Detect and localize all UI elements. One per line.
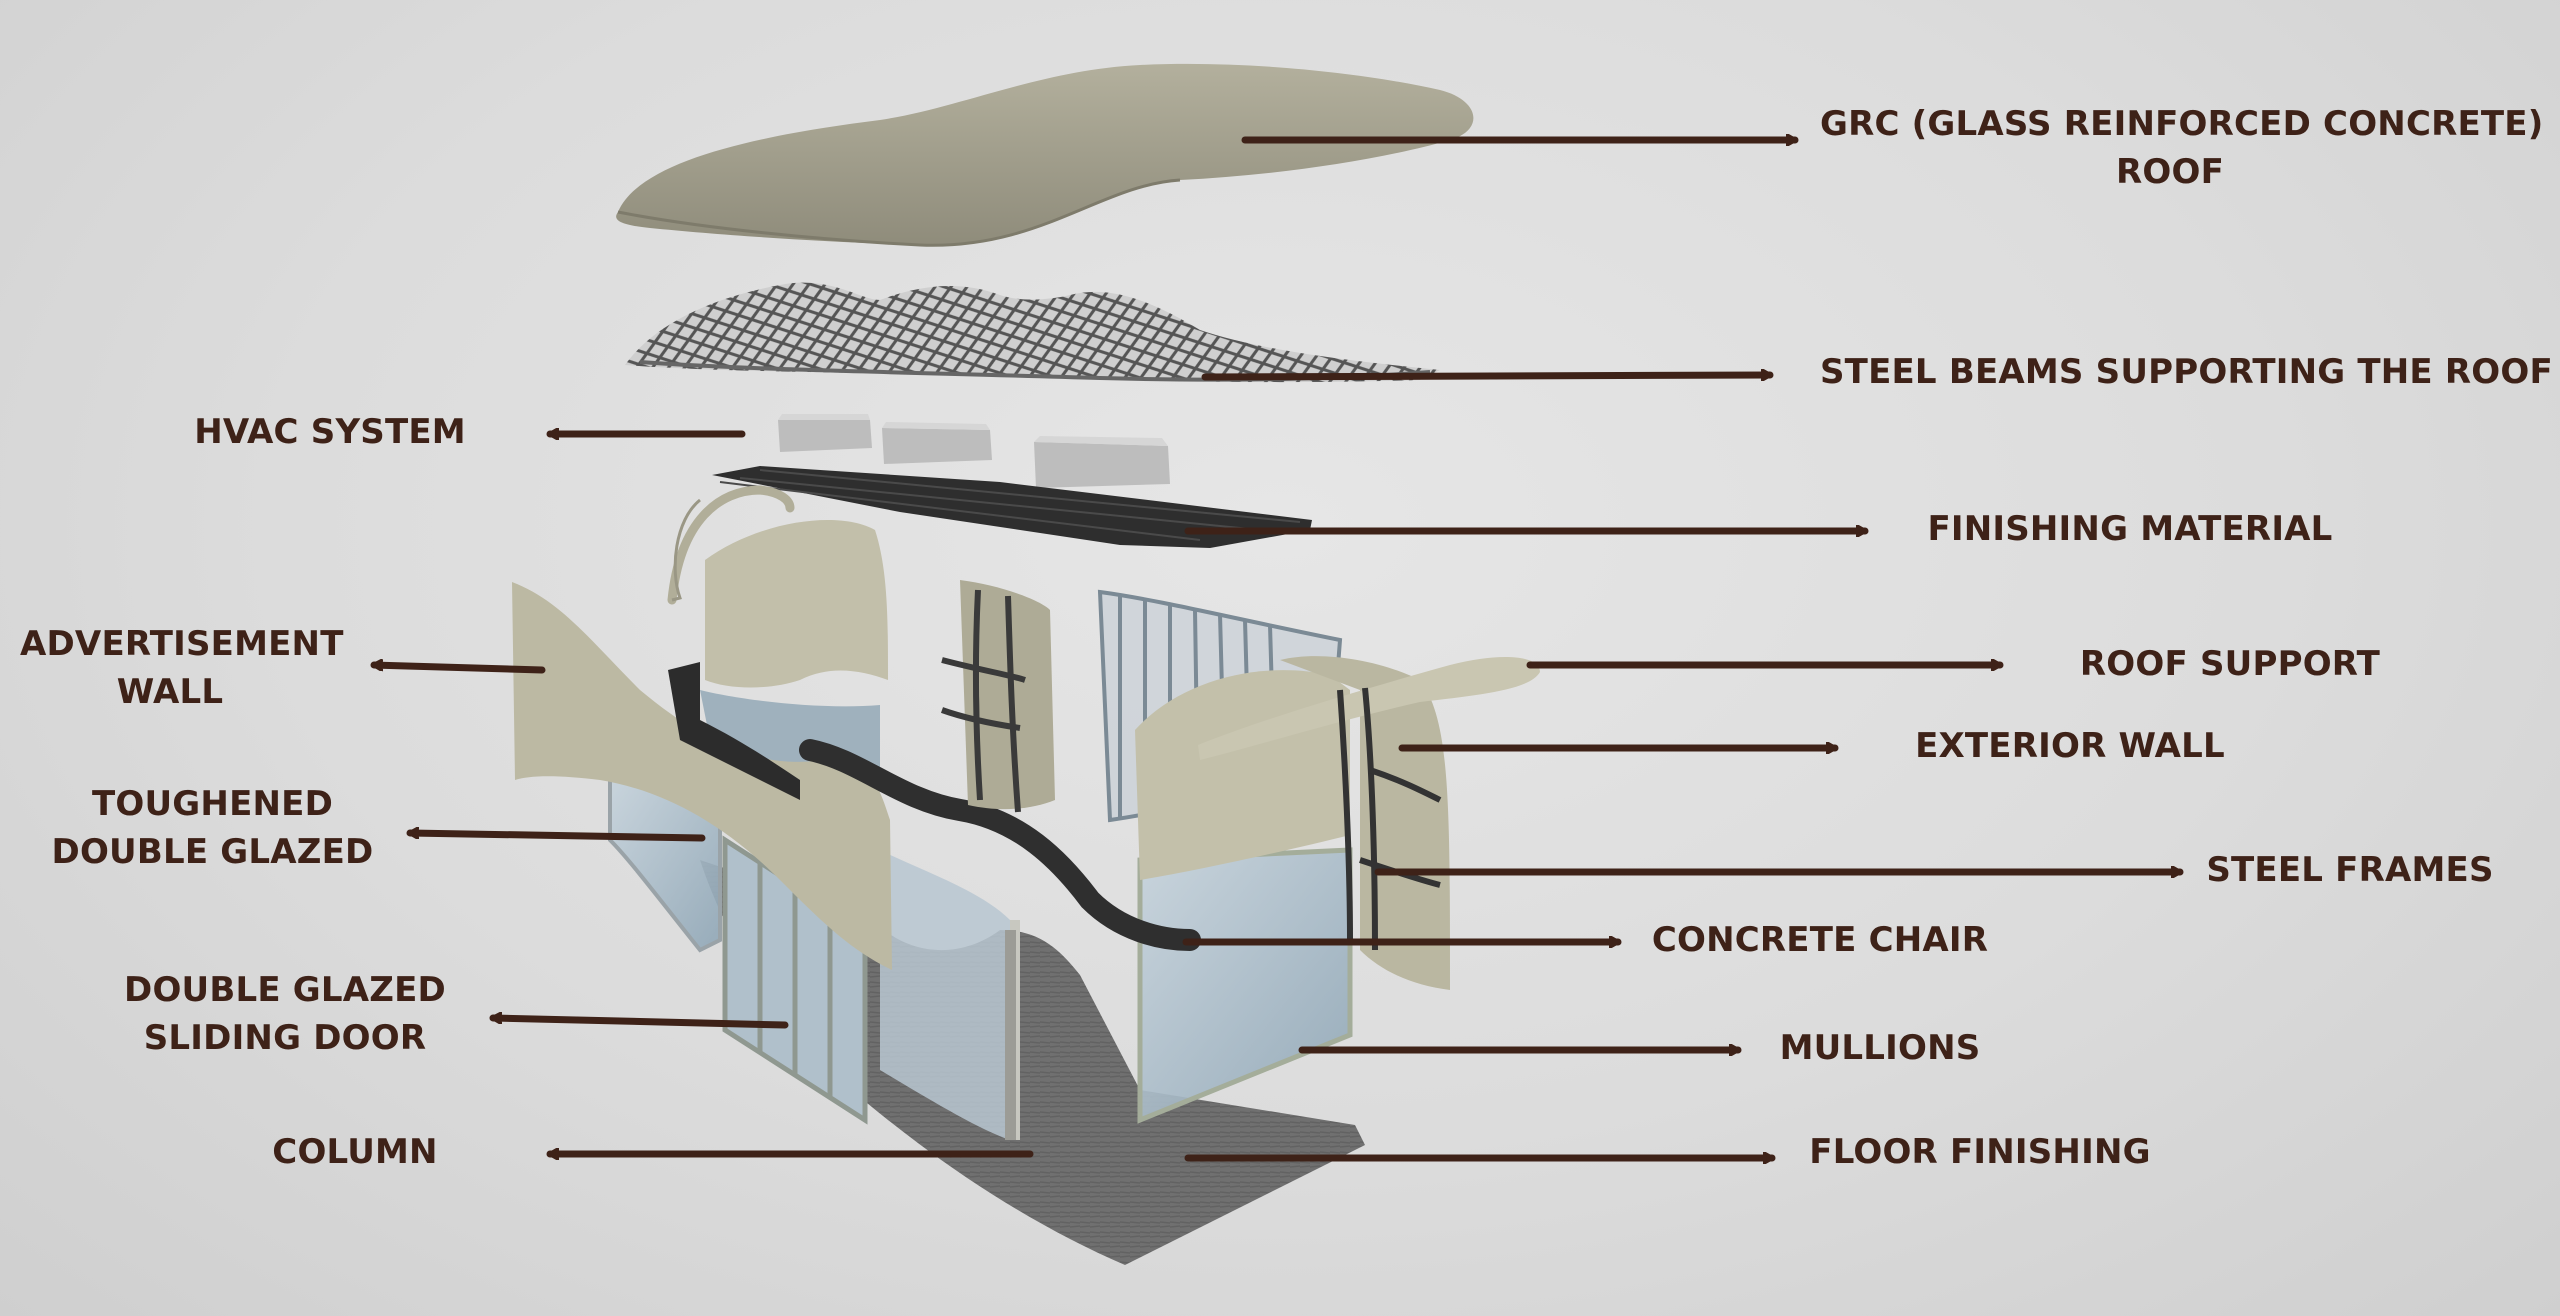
label-sliding-door: DOUBLE GLAZED SLIDING DOOR bbox=[115, 966, 455, 1062]
hvac-units bbox=[778, 414, 1170, 488]
hvac-unit bbox=[1034, 436, 1170, 488]
label-exterior-wall: EXTERIOR WALL bbox=[1915, 726, 2225, 766]
label-steel-frames: STEEL FRAMES bbox=[2206, 850, 2494, 890]
label-roof-support: ROOF SUPPORT bbox=[2079, 644, 2381, 684]
finishing-material-shape bbox=[712, 466, 1312, 548]
hvac-unit bbox=[882, 422, 992, 464]
leader-arrows bbox=[370, 140, 2184, 1158]
steel-beams-shape bbox=[625, 282, 1440, 383]
steel-panel-middle bbox=[940, 580, 1055, 813]
label-steel-beams: STEEL BEAMS SUPPORTING THE ROOF bbox=[1820, 352, 2553, 392]
label-mullions: MULLIONS bbox=[1779, 1028, 1981, 1068]
label-concrete-chair: CONCRETE CHAIR bbox=[1651, 920, 1989, 960]
interior-panel-left bbox=[667, 485, 888, 688]
label-sliding-door-line2: SLIDING DOOR bbox=[143, 1018, 427, 1058]
column-shape bbox=[1005, 930, 1016, 1140]
label-advertisement-wall-line2: WALL bbox=[116, 672, 224, 712]
label-grc-roof-line1: GRC (GLASS REINFORCED CONCRETE) bbox=[1820, 104, 2544, 144]
steel-frames-shape bbox=[1337, 687, 1442, 951]
label-floor-finishing: FLOOR FINISHING bbox=[1809, 1132, 2151, 1172]
label-finishing-material: FINISHING MATERIAL bbox=[1927, 509, 2333, 549]
label-column: COLUMN bbox=[272, 1132, 438, 1172]
arrow-toughened-glazed bbox=[406, 833, 706, 842]
arrow-sliding-door bbox=[489, 1018, 789, 1029]
grc-roof-shape bbox=[616, 63, 1474, 247]
label-advertisement-wall: ADVERTISEMENT WALL bbox=[20, 620, 344, 716]
label-grc-roof-line2: ROOF bbox=[2115, 152, 2224, 192]
concrete-chair-shape bbox=[668, 662, 1201, 951]
hvac-unit bbox=[778, 414, 872, 452]
label-toughened-glazed-line2: DOUBLE GLAZED bbox=[51, 832, 374, 872]
arrow-steel-beams bbox=[1201, 375, 1774, 377]
label-toughened-glazed-line1: TOUGHENED bbox=[92, 784, 333, 824]
arrow-advertisement-wall bbox=[370, 665, 546, 674]
label-sliding-door-line1: DOUBLE GLAZED bbox=[124, 970, 446, 1010]
label-advertisement-wall-line1: ADVERTISEMENT bbox=[20, 624, 344, 664]
label-hvac: HVAC SYSTEM bbox=[194, 412, 466, 452]
label-grc-roof: GRC (GLASS REINFORCED CONCRETE) ROOF bbox=[1820, 100, 2544, 196]
label-toughened-glazed: TOUGHENED DOUBLE GLAZED bbox=[40, 780, 385, 876]
advertisement-wall-shape bbox=[512, 582, 892, 970]
